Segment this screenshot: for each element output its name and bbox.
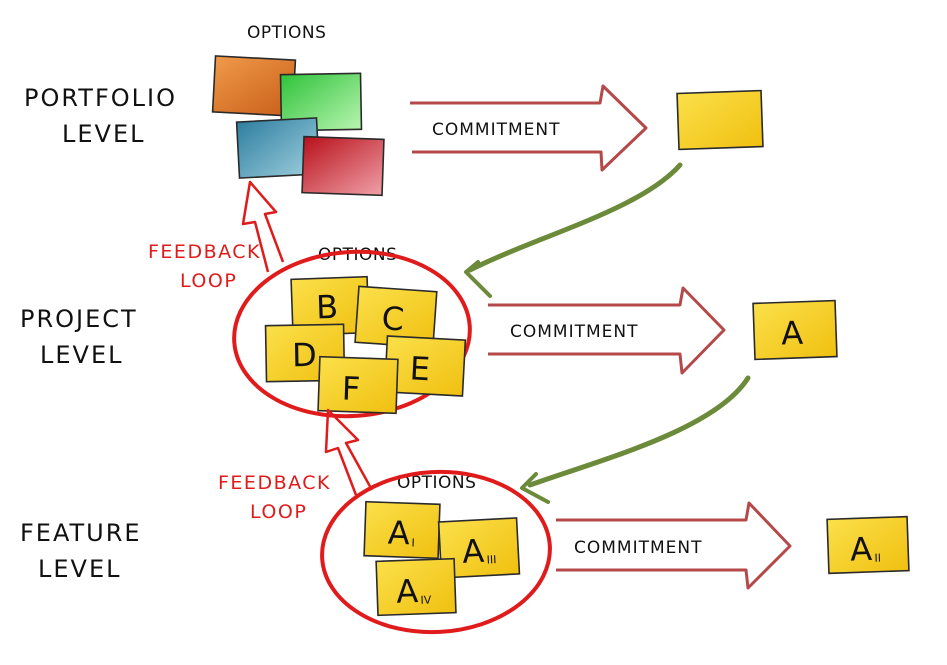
project-label-line2: LEVEL — [40, 341, 124, 369]
svg-text:E: E — [409, 349, 431, 388]
project-feedback-loop: FEEDBACK LOOP — [148, 180, 285, 292]
svg-text:IV: IV — [420, 593, 432, 606]
portfolio-card-red — [301, 135, 385, 197]
portfolio-label-line2: LEVEL — [62, 120, 146, 148]
portfolio-committed-card — [676, 89, 764, 151]
portfolio-commitment-arrow: COMMITMENT — [410, 84, 648, 172]
feature-option-a1: A I — [363, 500, 441, 560]
feature-feedback-ring — [320, 469, 552, 635]
project-feedback-label-line2: LOOP — [180, 270, 237, 292]
feature-options: A I A III A IV — [363, 500, 521, 617]
project-commitment-arrow: COMMITMENT — [488, 286, 726, 375]
svg-text:B: B — [315, 288, 338, 327]
project-to-feature-flow — [520, 375, 751, 504]
svg-text:A: A — [461, 532, 485, 571]
project-feedback-ring — [232, 249, 472, 419]
feature-level-label: FEATURE LEVEL — [20, 519, 142, 583]
project-options-label: OPTIONS — [318, 245, 397, 265]
project-options: B C D E F — [264, 275, 467, 415]
project-commitment-label: COMMITMENT — [510, 322, 639, 342]
feature-label-line2: LEVEL — [38, 555, 122, 583]
project-option-f: F — [317, 355, 399, 415]
feature-committed-card: A II — [826, 515, 910, 575]
project-feedback-arrow — [241, 180, 285, 273]
feature-feedback-arrow — [324, 408, 374, 496]
svg-text:I: I — [411, 536, 415, 549]
svg-text:A: A — [849, 530, 872, 569]
feature-commitment-label: COMMITMENT — [574, 538, 703, 558]
svg-text:A: A — [780, 314, 803, 353]
feature-option-a3: A III — [437, 517, 521, 579]
feature-feedback-label-line2: LOOP — [250, 501, 307, 523]
feature-label-line1: FEATURE — [20, 519, 142, 547]
feature-commitment-arrow: COMMITMENT — [556, 501, 792, 590]
portfolio-options — [211, 55, 385, 197]
feature-option-a4: A IV — [375, 557, 457, 617]
svg-text:II: II — [874, 552, 881, 565]
portfolio-label-line1: PORTFOLIO — [24, 84, 177, 112]
project-level-label: PROJECT LEVEL — [20, 305, 138, 369]
portfolio-commitment-label: COMMITMENT — [432, 120, 561, 140]
svg-text:C: C — [380, 299, 405, 338]
project-feedback-label-line1: FEEDBACK — [148, 241, 261, 263]
project-option-e: E — [383, 335, 467, 397]
svg-text:A: A — [387, 514, 410, 553]
svg-text:D: D — [292, 336, 317, 374]
portfolio-to-project-flow — [464, 162, 683, 298]
feature-options-label: OPTIONS — [397, 473, 476, 493]
portfolio-options-label: OPTIONS — [247, 23, 326, 43]
svg-text:III: III — [486, 553, 496, 566]
portfolio-level-label: PORTFOLIO LEVEL — [24, 84, 177, 148]
portfolio-card-green — [279, 72, 363, 132]
project-committed-card: A — [752, 299, 838, 361]
project-label-line1: PROJECT — [20, 305, 138, 333]
project-option-c: C — [354, 285, 438, 349]
feature-feedback-loop: FEEDBACK LOOP — [218, 408, 374, 523]
feature-feedback-label-line1: FEEDBACK — [218, 472, 331, 494]
svg-text:A: A — [396, 572, 419, 611]
svg-text:F: F — [341, 369, 361, 408]
